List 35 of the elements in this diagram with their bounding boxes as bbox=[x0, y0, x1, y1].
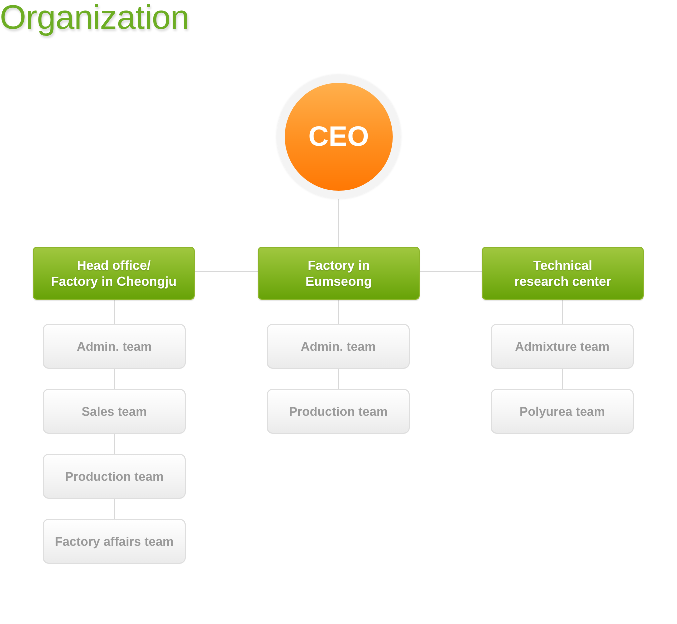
team-box bbox=[491, 324, 634, 369]
connector-line bbox=[338, 300, 339, 324]
team-label: Production team bbox=[289, 404, 388, 420]
team-box bbox=[43, 324, 186, 369]
connector-line bbox=[338, 368, 339, 390]
division-label: Factory in Eumseong bbox=[304, 258, 374, 290]
connector-line bbox=[338, 198, 340, 248]
connector-line bbox=[114, 368, 115, 390]
team-box bbox=[491, 389, 634, 434]
connector-line bbox=[114, 300, 115, 324]
page-title: Organization bbox=[0, 0, 190, 36]
connector-line bbox=[114, 434, 115, 454]
connector-line bbox=[420, 271, 482, 272]
team-label: Polyurea team bbox=[520, 404, 606, 420]
team-box bbox=[267, 389, 410, 434]
division-label: Technical research center bbox=[514, 258, 612, 290]
division-box bbox=[258, 247, 420, 300]
connector-line bbox=[114, 498, 115, 520]
team-label: Sales team bbox=[82, 404, 148, 420]
division-box bbox=[482, 247, 644, 300]
connector-line bbox=[562, 368, 563, 390]
team-label: Factory affairs team bbox=[55, 534, 174, 550]
connector-line bbox=[194, 271, 258, 272]
team-box bbox=[43, 389, 186, 434]
team-label: Admixture team bbox=[515, 338, 610, 354]
connector-line bbox=[562, 300, 563, 324]
team-box bbox=[43, 519, 186, 564]
team-box bbox=[267, 324, 410, 369]
team-label: Admin. team bbox=[76, 338, 152, 354]
team-label: Admin. team bbox=[300, 338, 376, 354]
circle-label: CEO bbox=[308, 121, 370, 153]
division-box bbox=[33, 247, 195, 300]
division-label: Head office/ Factory in Cheongju bbox=[50, 258, 178, 290]
team-label: Production team bbox=[65, 468, 164, 484]
team-box bbox=[43, 454, 186, 499]
